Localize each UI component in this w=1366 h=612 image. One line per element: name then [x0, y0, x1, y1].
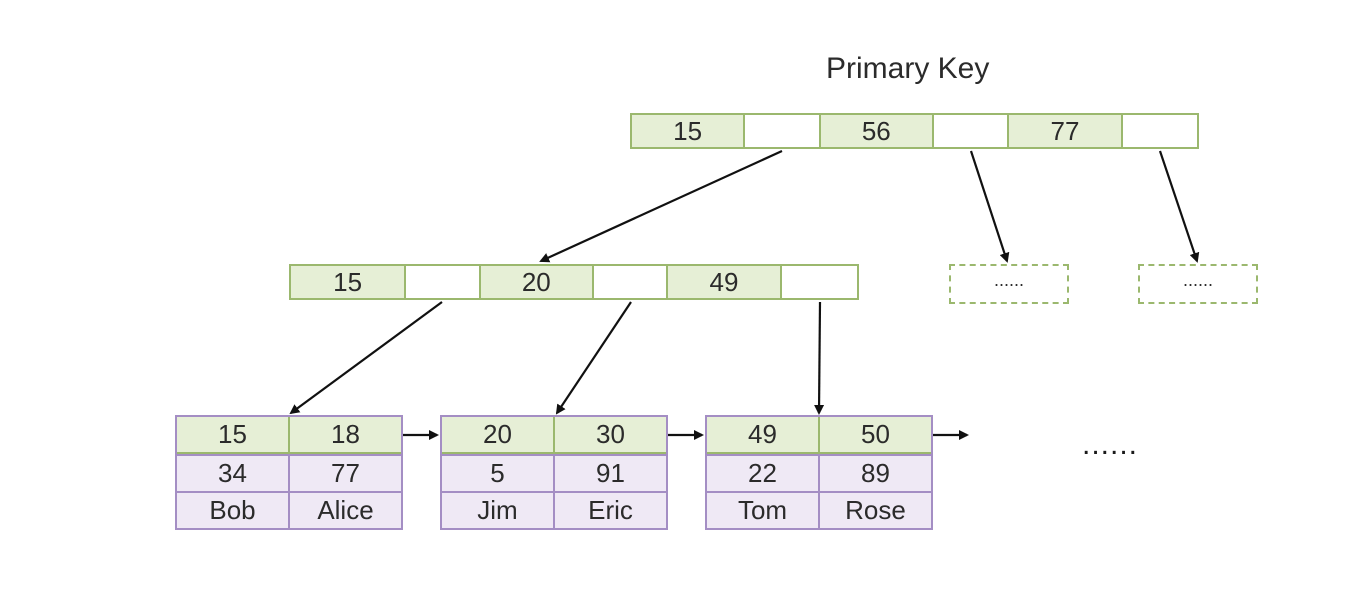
- placeholder-ellipsis: ......: [1182, 269, 1213, 290]
- placeholder-node-1: ......: [949, 264, 1069, 304]
- arrow-root-to-placeholder-2: [1158, 150, 1200, 263]
- root-pointer-2: [933, 115, 1010, 147]
- leaf-name-row: Bob Alice: [177, 491, 401, 528]
- arrow-root-to-placeholder-1: [969, 150, 1010, 263]
- leaf-key-row: 20 30: [442, 417, 666, 454]
- leaf-name: Tom: [737, 495, 788, 525]
- leaf-value: 22: [748, 458, 777, 488]
- internal-node: 15 20 49: [289, 264, 859, 300]
- leaf-name: Jim: [477, 495, 518, 525]
- leaf-key: 30: [553, 417, 666, 452]
- internal-pointer-2: [593, 266, 669, 298]
- leaf-key: 50: [818, 417, 931, 452]
- diagram-title: Primary Key: [826, 52, 990, 85]
- internal-key-1: 15: [291, 266, 407, 298]
- root-key-1: 15: [632, 115, 746, 147]
- leaf-node-3: 49 50 22 89 Tom Rose: [705, 415, 933, 530]
- root-pointer-1: [745, 115, 821, 147]
- placeholder-node-2: ......: [1138, 264, 1258, 304]
- internal-key-2: 20: [480, 266, 594, 298]
- leaf-value: 77: [288, 456, 401, 491]
- leaf-value: 34: [218, 458, 247, 488]
- leaf-key: 15: [218, 419, 247, 449]
- arrow-internal-to-leaf-3: [814, 301, 825, 415]
- root-key-3: 77: [1009, 115, 1123, 147]
- arrow-internal-to-leaf-2: [555, 301, 632, 415]
- leaf-name-row: Jim Eric: [442, 491, 666, 528]
- internal-pointer-1: [406, 266, 481, 298]
- root-key-2: 56: [820, 115, 934, 147]
- leaf-key: 49: [748, 419, 777, 449]
- leaf-name: Rose: [818, 493, 931, 528]
- leaf-name: Alice: [288, 493, 401, 528]
- placeholder-ellipsis: ......: [993, 269, 1024, 290]
- leaf-name-row: Tom Rose: [707, 491, 931, 528]
- leaf-key-row: 49 50: [707, 417, 931, 454]
- leaf-value: 89: [818, 456, 931, 491]
- root-pointer-3: [1122, 115, 1198, 147]
- leaf-value-row: 5 91: [442, 454, 666, 491]
- root-node: 15 56 77: [630, 113, 1199, 149]
- leaf-value-row: 34 77: [177, 454, 401, 491]
- more-leaves-ellipsis: ......: [1082, 428, 1139, 461]
- leaf-value-row: 22 89: [707, 454, 931, 491]
- leaf-value: 5: [490, 458, 505, 488]
- internal-pointer-3: [781, 266, 858, 298]
- leaf-node-1: 15 18 34 77 Bob Alice: [175, 415, 403, 530]
- leaf-key-row: 15 18: [177, 417, 401, 454]
- internal-key-3: 49: [668, 266, 782, 298]
- leaf-value: 91: [553, 456, 666, 491]
- leaf-key: 18: [288, 417, 401, 452]
- arrow-internal-to-leaf-1: [289, 301, 443, 415]
- leaf-key: 20: [483, 419, 512, 449]
- leaf-name: Bob: [209, 495, 256, 525]
- arrow-root-to-internal: [539, 149, 783, 263]
- leaf-node-2: 20 30 5 91 Jim Eric: [440, 415, 668, 530]
- leaf-name: Eric: [553, 493, 666, 528]
